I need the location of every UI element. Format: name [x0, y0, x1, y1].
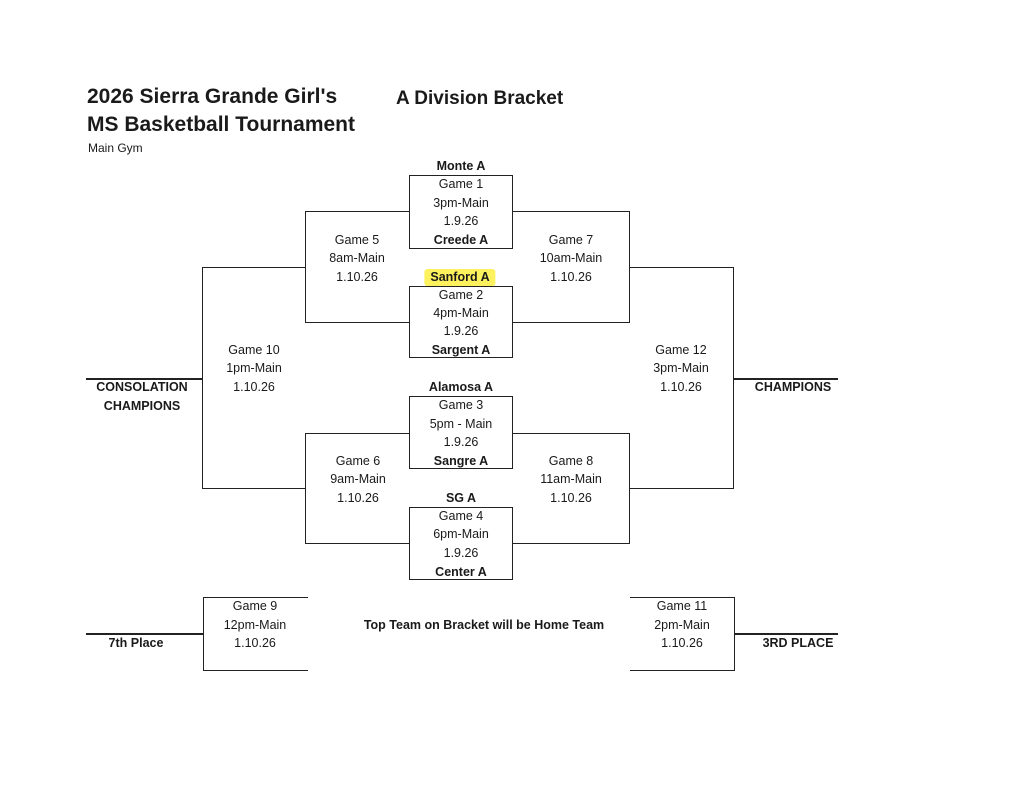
- game8-name: Game 8: [548, 454, 594, 468]
- game3-box: [409, 396, 513, 469]
- game2-time: 4pm-Main: [433, 306, 489, 320]
- game12-name: Game 12: [655, 343, 707, 357]
- game2-date: 1.9.26: [443, 324, 479, 338]
- game6-time: 9am-Main: [330, 472, 386, 486]
- third-place-line: [734, 633, 838, 635]
- game4-name: Game 4: [438, 509, 484, 523]
- team-sanford: Sanford A: [424, 269, 496, 286]
- game8-time: 11am-Main: [540, 472, 602, 486]
- game8-bracket: [512, 433, 630, 544]
- game8-date: 1.10.26: [550, 491, 592, 505]
- tournament-title-line2: MS Basketball Tournament: [87, 113, 355, 136]
- team-sg: SG A: [445, 491, 477, 505]
- game3-name: Game 3: [438, 398, 484, 412]
- game12-bracket: [629, 267, 734, 489]
- game6-name: Game 6: [335, 454, 381, 468]
- team-alamosa: Alamosa A: [428, 380, 494, 394]
- seventh-place-line: [86, 633, 204, 635]
- game1-box: [409, 175, 513, 249]
- game11-time: 2pm-Main: [654, 618, 710, 632]
- game5-time: 8am-Main: [329, 251, 385, 265]
- game5-date: 1.10.26: [336, 270, 378, 284]
- game1-name: Game 1: [438, 177, 484, 191]
- team-creede: Creede A: [433, 233, 489, 247]
- game10-time: 1pm-Main: [226, 361, 282, 375]
- consolation-champions-line: [86, 378, 203, 380]
- game6-date: 1.10.26: [337, 491, 379, 505]
- game3-date: 1.9.26: [443, 435, 479, 449]
- champions-line: [733, 378, 838, 380]
- team-sangre: Sangre A: [433, 454, 489, 468]
- venue-label: Main Gym: [88, 141, 143, 155]
- third-place-label: 3RD PLACE: [762, 636, 834, 650]
- game11-name: Game 11: [656, 599, 708, 613]
- game10-bracket: [202, 267, 306, 489]
- team-monte: Monte A: [436, 159, 486, 173]
- game9-name: Game 9: [232, 599, 278, 613]
- game7-name: Game 7: [548, 233, 594, 247]
- game9-time: 12pm-Main: [223, 618, 287, 632]
- game11-date: 1.10.26: [661, 636, 703, 650]
- consolation-label-line2: CHAMPIONS: [103, 399, 181, 413]
- game6-bracket: [305, 433, 410, 544]
- game2-name: Game 2: [438, 288, 484, 302]
- home-team-note: Top Team on Bracket will be Home Team: [363, 618, 605, 632]
- game5-bracket: [305, 211, 410, 323]
- game9-date: 1.10.26: [234, 636, 276, 650]
- game1-date: 1.9.26: [443, 214, 479, 228]
- game1-time: 3pm-Main: [433, 196, 489, 210]
- game12-time: 3pm-Main: [653, 361, 709, 375]
- division-title: A Division Bracket: [396, 88, 564, 109]
- game5-name: Game 5: [334, 233, 380, 247]
- game4-date: 1.9.26: [443, 546, 479, 560]
- game10-name: Game 10: [228, 343, 280, 357]
- seventh-place-label: 7th Place: [108, 636, 164, 650]
- game7-date: 1.10.26: [550, 270, 592, 284]
- tournament-title-line1: 2026 Sierra Grande Girl's: [87, 85, 338, 108]
- champions-label: CHAMPIONS: [754, 380, 832, 394]
- team-center: Center A: [435, 565, 487, 579]
- game4-time: 6pm-Main: [433, 527, 489, 541]
- game10-date: 1.10.26: [233, 380, 275, 394]
- game7-bracket: [512, 211, 630, 323]
- consolation-label-line1: CONSOLATION: [96, 380, 188, 394]
- game12-date: 1.10.26: [660, 380, 702, 394]
- team-sargent: Sargent A: [431, 343, 491, 357]
- game7-time: 10am-Main: [539, 251, 603, 265]
- game3-time: 5pm - Main: [429, 417, 493, 431]
